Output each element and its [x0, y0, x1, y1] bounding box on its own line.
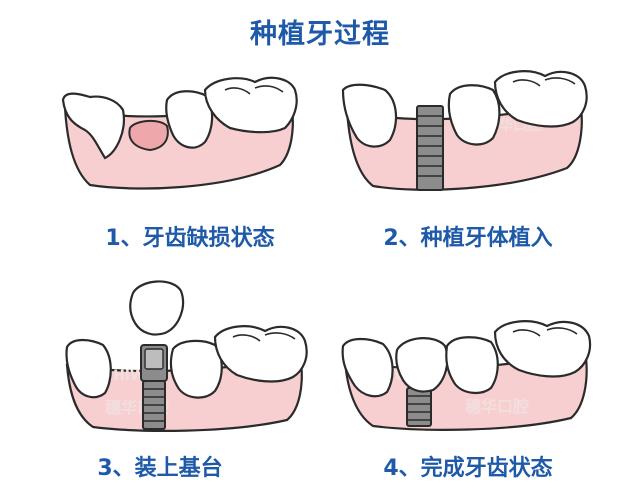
step-label-4: 4、完成牙齿状态 [383, 456, 553, 481]
tooth-middle [165, 90, 214, 149]
crown [129, 280, 185, 336]
watermark-cn: 穗华口腔 [465, 397, 529, 416]
step-label-2: 2、种植牙体植入 [383, 226, 553, 251]
missing-tooth-socket [128, 120, 169, 152]
tooth-left [341, 83, 398, 148]
tooth-left [65, 338, 112, 399]
tooth-middle [447, 84, 501, 146]
molar-right [213, 325, 308, 383]
step-label-1: 1、牙齿缺损状态 [105, 226, 275, 251]
tooth-left [61, 92, 125, 160]
panel-missing-tooth [61, 76, 298, 190]
step-label-3: 3、装上基台 [97, 456, 223, 481]
tooth-left [341, 337, 394, 398]
abutment [140, 344, 168, 382]
panel-implant-inserted: 穗华口腔 [341, 70, 588, 191]
implant-screw [406, 387, 432, 427]
panel-abutment: SHIWAH 穗华口腔 [65, 280, 308, 432]
implant-crown [395, 337, 449, 393]
page-title: 种植牙过程 [250, 19, 390, 50]
implant-screw [416, 105, 444, 191]
implant-screw [142, 380, 166, 430]
molar-right [493, 320, 592, 378]
tooth-middle [169, 339, 223, 399]
tooth-middle [445, 336, 499, 394]
panel-complete: SHIWAH 穗华口腔 [341, 320, 592, 431]
molar-right [493, 70, 588, 128]
molar-right [203, 76, 298, 134]
